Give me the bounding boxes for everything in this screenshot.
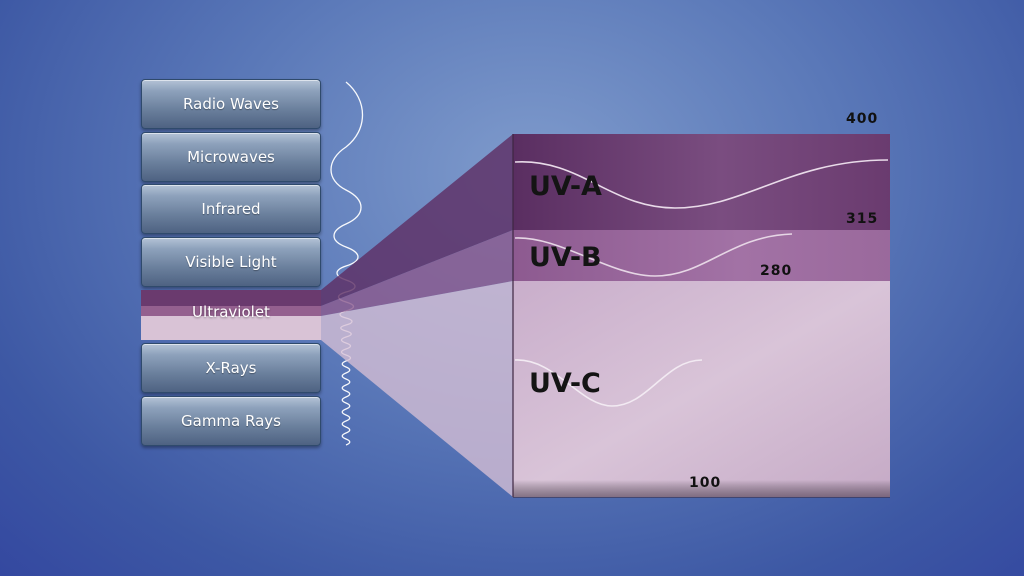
uv-a-wave <box>514 159 889 209</box>
wavelength-100: 100 <box>689 475 722 491</box>
band-x-rays[interactable]: X-Rays <box>141 343 321 393</box>
uv-a-label: UV-A <box>529 171 602 202</box>
wavelength-280: 280 <box>760 263 793 279</box>
band-radio-waves[interactable]: Radio Waves <box>141 79 321 129</box>
uv-c-label: UV-C <box>529 368 601 399</box>
uv-b-band <box>513 230 890 281</box>
band-ultraviolet[interactable]: Ultraviolet <box>141 290 321 340</box>
uv-b-wave <box>514 233 793 277</box>
uv-c-wave <box>514 359 703 407</box>
zoom-bottom-shadow <box>513 480 890 498</box>
band-infrared[interactable]: Infrared <box>141 184 321 234</box>
uv-b-label: UV-B <box>529 242 602 273</box>
band-label: Gamma Rays <box>181 412 281 430</box>
band-label: Microwaves <box>187 148 275 166</box>
projection-uv-b <box>321 230 513 316</box>
projection-uv-c <box>321 281 513 497</box>
wavelength-400: 400 <box>846 111 879 127</box>
band-visible-light[interactable]: Visible Light <box>141 237 321 287</box>
band-label: X-Rays <box>205 359 257 377</box>
band-gamma-rays[interactable]: Gamma Rays <box>141 396 321 446</box>
band-label: Infrared <box>201 200 261 218</box>
uv-b-strip <box>141 306 321 316</box>
uv-a-band <box>513 134 890 230</box>
band-label: Visible Light <box>185 253 277 271</box>
band-label: Ultraviolet <box>192 303 270 321</box>
band-label: Radio Waves <box>183 95 279 113</box>
wavelength-315: 315 <box>846 211 879 227</box>
uv-a-strip <box>141 290 321 306</box>
uv-c-strip <box>141 316 321 340</box>
band-microwaves[interactable]: Microwaves <box>141 132 321 182</box>
